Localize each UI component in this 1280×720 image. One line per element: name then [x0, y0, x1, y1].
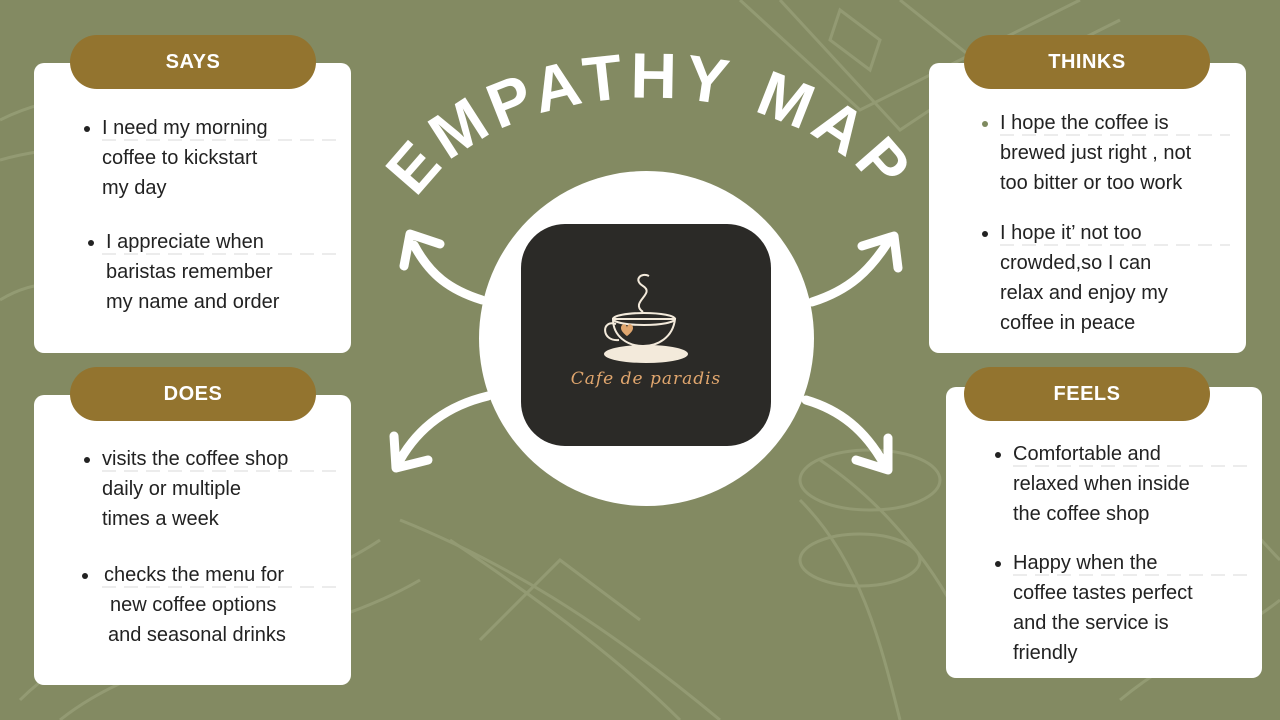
does-card: visits the coffee shop daily or multiple… — [34, 395, 351, 685]
feels-item-line: relaxed when inside — [1013, 473, 1190, 495]
bullet-icon — [84, 126, 90, 132]
thinks-item-line: coffee in peace — [1000, 312, 1136, 334]
bullet-icon — [84, 457, 90, 463]
feels-item: Happy when the coffee tastes perfect and… — [995, 548, 1253, 668]
feels-list: Comfortable and relaxed when inside the … — [995, 439, 1253, 668]
thinks-item: I hope the coffee is brewed just right ,… — [982, 108, 1230, 198]
does-item-line: daily or multiple — [102, 478, 241, 500]
bullet-icon — [88, 240, 94, 246]
bullet-icon — [82, 573, 88, 579]
logo-text: Cafe de paradis — [570, 369, 722, 389]
says-item-line: my name and order — [106, 291, 280, 313]
feels-item: Comfortable and relaxed when inside the … — [995, 439, 1253, 529]
feels-item-line: and the service is — [1013, 612, 1169, 634]
bullet-icon — [982, 231, 988, 237]
cafe-logo: Cafe de paradis — [521, 224, 771, 446]
thinks-item-line: relax and enjoy my — [1000, 282, 1168, 304]
says-card: I need my morning coffee to kickstart my… — [34, 63, 351, 353]
says-label: SAYS — [70, 35, 316, 89]
thinks-label: THINKS — [964, 35, 1210, 89]
feels-label: FEELS — [964, 367, 1210, 421]
says-item-line: I need my morning — [102, 117, 268, 139]
does-item-line: new coffee options — [110, 594, 277, 616]
thinks-list: I hope the coffee is brewed just right ,… — [982, 108, 1230, 338]
bullet-icon — [995, 561, 1001, 567]
says-item: I appreciate when baristas remember my n… — [88, 227, 342, 317]
thinks-card: I hope the coffee is brewed just right ,… — [929, 63, 1246, 353]
feels-item-line: Happy when the — [1013, 552, 1158, 574]
feels-item-line: coffee tastes perfect — [1013, 582, 1193, 604]
coffee-cup-icon — [604, 274, 688, 363]
does-item: visits the coffee shop daily or multiple… — [84, 444, 342, 534]
bullet-icon — [982, 121, 988, 127]
does-item-line: checks the menu for — [104, 564, 285, 586]
says-item: I need my morning coffee to kickstart my… — [84, 113, 342, 203]
does-item-line: and seasonal drinks — [108, 624, 286, 646]
thinks-item-line: brewed just right , not — [1000, 142, 1192, 164]
says-item-line: I appreciate when — [106, 231, 264, 253]
thinks-item-line: I hope it’ not too — [1000, 222, 1142, 244]
thinks-item-line: I hope the coffee is — [1000, 112, 1169, 134]
does-item-line: visits the coffee shop — [102, 448, 289, 470]
feels-item-line: friendly — [1013, 642, 1078, 664]
feels-item-line: Comfortable and — [1013, 443, 1161, 465]
says-list: I need my morning coffee to kickstart my… — [84, 113, 342, 317]
thinks-item-line: too bitter or too work — [1000, 172, 1183, 194]
feels-card: Comfortable and relaxed when inside the … — [946, 387, 1262, 678]
does-label: DOES — [70, 367, 316, 421]
feels-item-line: the coffee shop — [1013, 503, 1150, 525]
thinks-item-line: crowded,so I can — [1000, 252, 1152, 274]
does-list: visits the coffee shop daily or multiple… — [82, 444, 342, 650]
says-item-line: my day — [102, 177, 167, 199]
does-item: checks the menu for new coffee options a… — [82, 560, 342, 650]
does-item-line: times a week — [102, 508, 219, 530]
bullet-icon — [995, 452, 1001, 458]
says-item-line: baristas remember — [106, 261, 273, 283]
says-item-line: coffee to kickstart — [102, 147, 258, 169]
thinks-item: I hope it’ not too crowded,so I can rela… — [982, 218, 1230, 338]
